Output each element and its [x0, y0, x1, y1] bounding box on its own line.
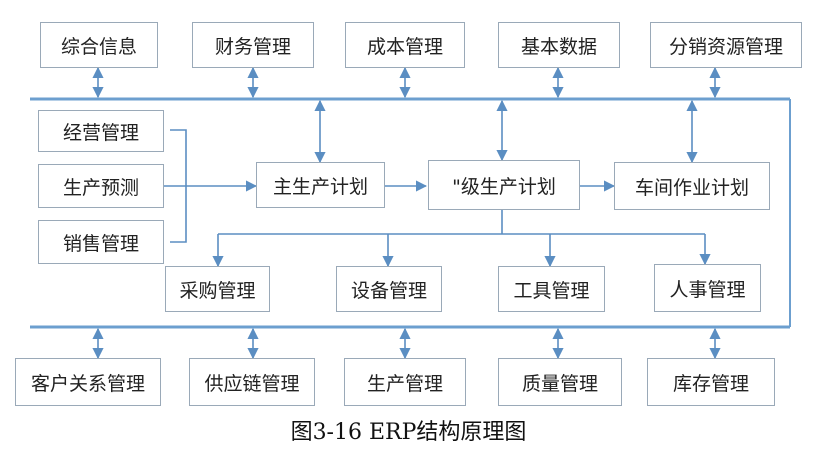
- module-crm: 客户关系管理: [15, 358, 161, 406]
- module-equipment: 设备管理: [336, 266, 442, 312]
- module-basic-data: 基本数据: [498, 22, 620, 68]
- module-tools: 工具管理: [498, 266, 605, 312]
- module-general-info: 综合信息: [40, 22, 158, 68]
- module-distribution-resource: 分销资源管理: [650, 22, 802, 68]
- module-sales-management: 销售管理: [38, 220, 164, 264]
- module-business-management: 经营管理: [38, 110, 164, 152]
- module-finance: 财务管理: [192, 22, 314, 68]
- module-supply-chain: 供应链管理: [189, 358, 315, 406]
- module-shop-floor-plan: 车间作业计划: [614, 162, 770, 210]
- module-production: 生产管理: [344, 358, 466, 406]
- figure-caption: 图3-16 ERP结构原理图: [290, 420, 527, 445]
- module-material-production-plan: "级生产计划: [428, 160, 580, 210]
- module-inventory: 库存管理: [647, 358, 775, 406]
- module-cost: 成本管理: [345, 22, 465, 68]
- module-production-forecast: 生产预测: [38, 164, 164, 208]
- module-master-production-plan: 主生产计划: [256, 162, 385, 208]
- module-human-resources: 人事管理: [654, 264, 761, 312]
- module-quality: 质量管理: [498, 358, 622, 406]
- module-purchasing: 采购管理: [165, 266, 270, 312]
